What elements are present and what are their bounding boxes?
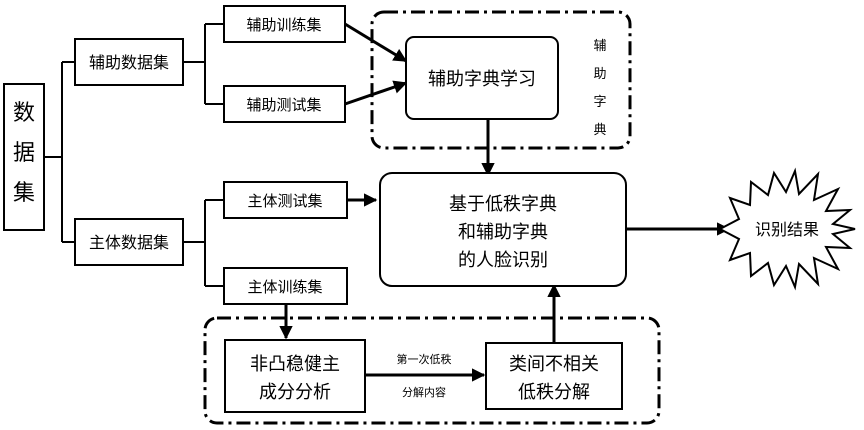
- arrow-aux-train-to-learning: [345, 24, 406, 61]
- first-lowrank-label-1: 第一次低秩: [397, 352, 452, 366]
- arrow-aux-test-to-learning: [345, 83, 406, 104]
- first-lowrank-label-2: 分解内容: [402, 385, 446, 399]
- aux-dict-group-label-3: 字: [593, 95, 606, 110]
- aux-dict-group-label-4: 典: [593, 123, 606, 138]
- main-dataset-label: 主体数据集: [89, 233, 169, 252]
- aux-dict-group-label-2: 助: [593, 67, 606, 82]
- dataset-label-3: 集: [13, 181, 35, 206]
- dataset-label-1: 数: [13, 101, 35, 126]
- face-recognition-line-2: 和辅助字典: [458, 222, 548, 243]
- dataset-label-2: 据: [13, 141, 35, 166]
- aux-dict-group-label-1: 辅: [593, 39, 606, 54]
- aux-dict-learning-label: 辅助字典学习: [428, 69, 536, 90]
- main-train-label: 主体训练集: [247, 278, 322, 296]
- aux-dataset-label: 辅助数据集: [89, 53, 169, 72]
- interclass-decomp-line-1: 类间不相关: [509, 354, 599, 375]
- nonconvex-pca-line-1: 非凸稳健主: [250, 354, 340, 375]
- main-test-label: 主体测试集: [247, 192, 322, 210]
- aux-test-label: 辅助测试集: [246, 96, 321, 114]
- face-recognition-line-1: 基于低秩字典: [449, 194, 557, 215]
- result-label: 识别结果: [755, 220, 819, 239]
- interclass-decomp-line-2: 低秩分解: [518, 382, 590, 403]
- face-recognition-line-3: 的人脸识别: [458, 250, 548, 271]
- aux-train-label: 辅助训练集: [246, 16, 321, 34]
- nonconvex-pca-line-2: 成分分析: [259, 382, 331, 403]
